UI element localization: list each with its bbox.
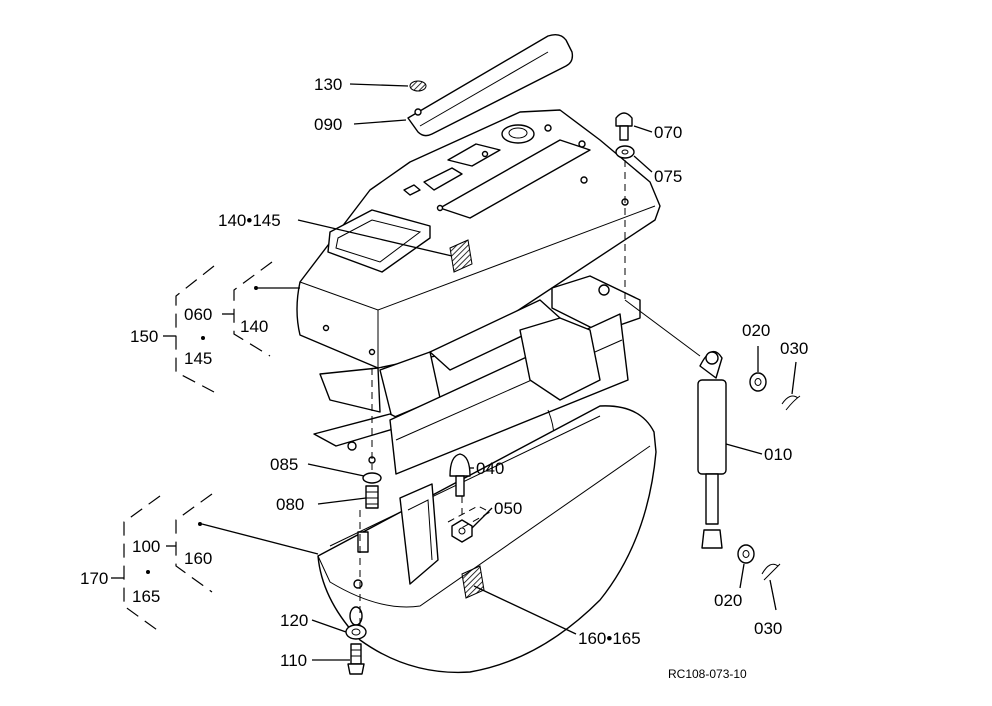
label-145: 145 — [184, 349, 212, 368]
separator-dot — [201, 336, 205, 340]
bolt-070 — [615, 112, 633, 141]
bolt-080 — [365, 485, 379, 509]
lower-housing-160 — [317, 405, 657, 674]
label-040: 040 — [476, 459, 504, 478]
label-020-lower: 020 — [714, 591, 742, 610]
label-030-upper: 030 — [780, 339, 808, 358]
label-140-145: 140•145 — [218, 211, 281, 230]
group-bracket-150 — [163, 261, 273, 393]
clip-030-lower — [761, 563, 781, 581]
label-150: 150 — [130, 327, 158, 346]
label-165: 165 — [132, 587, 160, 606]
callout-labels: 130 090 070 075 140•145 060 145 140 150 … — [80, 75, 808, 681]
washer-020-upper — [749, 372, 767, 392]
bolt-110 — [347, 643, 365, 675]
upper-housing-140 — [296, 109, 661, 369]
label-160-165: 160•165 — [578, 629, 641, 648]
label-050: 050 — [494, 499, 522, 518]
label-070: 070 — [654, 123, 682, 142]
knob-040 — [449, 453, 471, 497]
label-075: 075 — [654, 167, 682, 186]
label-110: 110 — [280, 651, 307, 670]
label-170: 170 — [80, 569, 108, 588]
label-060: 060 — [184, 305, 212, 324]
separator-dot — [146, 570, 150, 574]
leader-lines — [198, 83, 797, 661]
label-140: 140 — [240, 317, 268, 336]
label-160: 160 — [184, 549, 212, 568]
label-020-upper: 020 — [742, 321, 770, 340]
label-130: 130 — [314, 75, 342, 94]
hidden-lines — [359, 160, 701, 628]
washer-075 — [615, 145, 635, 159]
clip-030-upper — [781, 395, 801, 411]
washer-020-lower — [737, 544, 755, 564]
label-030-lower: 030 — [754, 619, 782, 638]
figure-reference: RC108-073-10 — [668, 667, 747, 681]
label-010: 010 — [764, 445, 792, 464]
label-100: 100 — [132, 537, 160, 556]
label-080: 080 — [276, 495, 304, 514]
label-120: 120 — [280, 611, 308, 630]
group-bracket-170 — [111, 493, 213, 633]
gas-spring-010 — [697, 350, 727, 549]
label-090: 090 — [314, 115, 342, 134]
cap-130 — [409, 80, 427, 92]
washer-085 — [362, 472, 382, 484]
label-085: 085 — [270, 455, 298, 474]
inner-frame — [313, 275, 641, 475]
washer-120 — [345, 624, 367, 640]
top-cover-090 — [407, 33, 574, 137]
